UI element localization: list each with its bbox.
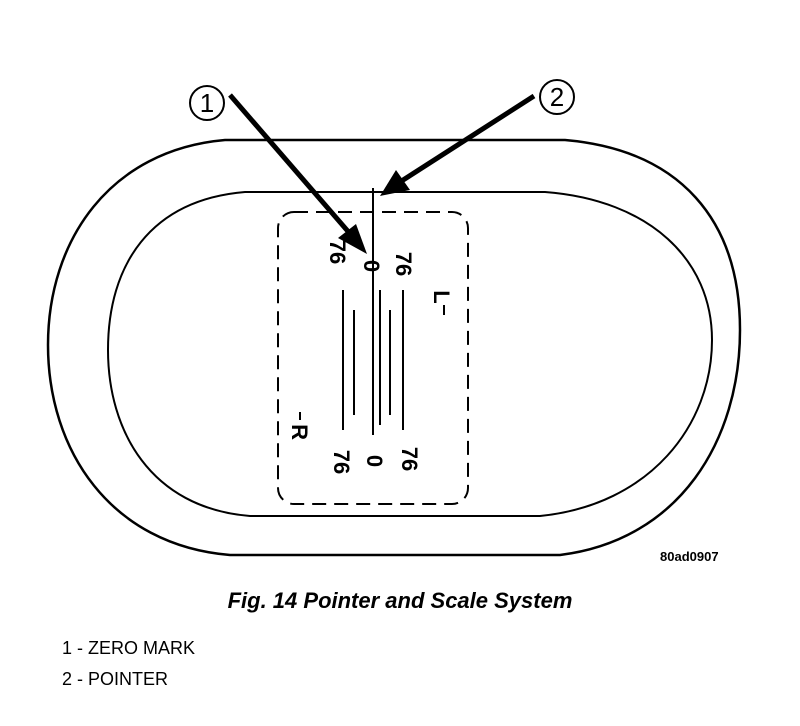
callout-circle-2 — [539, 79, 575, 115]
callout-circle-1 — [189, 85, 225, 121]
scale-side-label-right: L — [429, 290, 454, 303]
scale-number-top-right: 76 — [391, 252, 416, 276]
callout-arrow-1 — [228, 93, 354, 238]
scale-number-bottom-left: 76 — [329, 450, 354, 474]
scale-number-top-left: 76 — [325, 240, 350, 264]
arrowhead-1 — [338, 224, 367, 254]
figure-code: 80ad0907 — [660, 549, 719, 564]
legend-item-zero-mark: 1 - ZERO MARK — [62, 638, 196, 658]
figure-caption: Fig. 14 Pointer and Scale System — [227, 588, 573, 613]
legend-item-pointer: 2 - POINTER — [62, 669, 169, 689]
callout-number-1: 1 — [200, 88, 214, 118]
scale-number-top-center: 0 — [359, 260, 384, 272]
arrowhead-2 — [380, 170, 410, 196]
outer-oval — [46, 138, 742, 557]
scale-number-bottom-right: 76 — [397, 447, 422, 471]
callout-arrow-2 — [398, 93, 536, 185]
scale-side-label-left: R — [287, 424, 312, 440]
scale-number-bottom-center: 0 — [362, 455, 387, 467]
callout-number-2: 2 — [550, 82, 564, 112]
inner-oval — [106, 191, 714, 517]
